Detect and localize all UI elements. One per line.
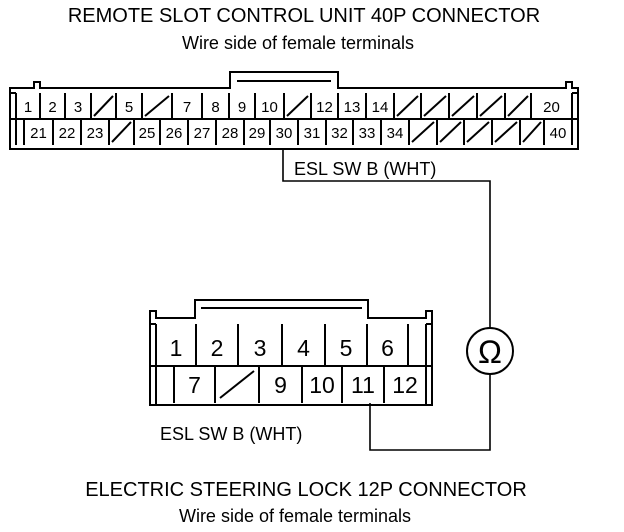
pin-label: 8 xyxy=(211,99,219,116)
pin-label: 12 xyxy=(392,372,418,398)
pin-label: 2 xyxy=(48,99,56,116)
pin-label: 14 xyxy=(372,99,389,116)
ohm-symbol: Ω xyxy=(478,334,502,370)
empty-cavity xyxy=(423,95,447,117)
empty-cavity xyxy=(411,121,435,143)
empty-cavity xyxy=(93,95,114,117)
empty-cavity xyxy=(479,95,503,117)
top-wire-label: ESL SW B (WHT) xyxy=(294,159,436,179)
pin-label: 28 xyxy=(222,125,239,142)
pin-label: 29 xyxy=(249,125,266,142)
bottom-wire-label: ESL SW B (WHT) xyxy=(160,424,302,444)
wire-bottom xyxy=(369,374,491,451)
pin-label: 13 xyxy=(344,99,361,116)
pin-label: 20 xyxy=(543,99,560,116)
empty-cavity xyxy=(507,95,529,117)
pin-label: 25 xyxy=(139,125,156,142)
pin-label: 11 xyxy=(351,372,375,398)
pin-label: 33 xyxy=(359,125,376,142)
top-connector-subtitle: Wire side of female terminals xyxy=(182,33,414,53)
pin-label: 3 xyxy=(74,99,82,116)
pin-label: 6 xyxy=(381,335,394,361)
pin-label: 2 xyxy=(211,335,224,361)
pin-label: 26 xyxy=(166,125,183,142)
empty-cavity xyxy=(286,95,309,117)
empty-cavity xyxy=(219,370,255,399)
pin-label: 22 xyxy=(59,125,76,142)
pin-label: 5 xyxy=(125,99,133,116)
pin-label: 5 xyxy=(340,335,353,361)
top-connector-title: REMOTE SLOT CONTROL UNIT 40P CONNECTOR xyxy=(68,5,540,27)
empty-cavity xyxy=(494,121,518,143)
pin-label: 32 xyxy=(331,125,348,142)
pin-label: 7 xyxy=(188,372,201,398)
pin-label: 9 xyxy=(274,372,287,398)
bottom-connector-subtitle: Wire side of female terminals xyxy=(179,506,411,526)
pin-label: 10 xyxy=(261,99,278,116)
pin-label: 1 xyxy=(24,99,32,116)
empty-cavity xyxy=(144,95,170,117)
pin-label: 31 xyxy=(304,125,321,142)
pin-label: 23 xyxy=(87,125,104,142)
pin-label: 34 xyxy=(387,125,404,142)
pin-label: 4 xyxy=(297,335,310,361)
pin-label: 9 xyxy=(238,99,246,116)
ohmmeter-icon: Ω xyxy=(466,327,514,375)
empty-cavity xyxy=(111,121,132,143)
pin-label: 40 xyxy=(550,125,567,142)
wire-top xyxy=(282,149,491,328)
bottom-connector-title: ELECTRIC STEERING LOCK 12P CONNECTOR xyxy=(85,479,527,501)
pin-label: 30 xyxy=(276,125,293,142)
pin-label: 10 xyxy=(309,372,335,398)
empty-cavity xyxy=(439,121,462,143)
empty-cavity xyxy=(451,95,475,117)
empty-cavity xyxy=(396,95,419,117)
pin-label: 21 xyxy=(30,125,47,142)
pin-label: 27 xyxy=(194,125,211,142)
pin-label: 3 xyxy=(254,335,267,361)
pin-label: 7 xyxy=(183,99,191,116)
pin-label: 1 xyxy=(170,335,183,361)
pin-label: 12 xyxy=(316,99,333,116)
empty-cavity xyxy=(522,121,542,143)
empty-cavity xyxy=(466,121,490,143)
